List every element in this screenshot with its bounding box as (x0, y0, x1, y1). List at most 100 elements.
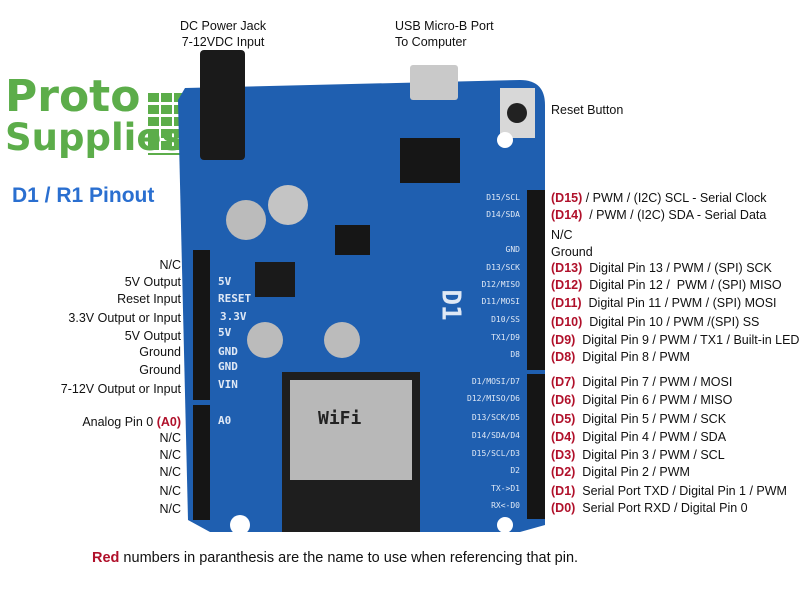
pcb (178, 80, 545, 532)
silk-label: 5V (218, 326, 232, 339)
pin-description: Ground (139, 345, 181, 359)
left-pin-label: N/C (159, 258, 181, 272)
silk-label: D12/MISO (481, 280, 520, 289)
logo-line1: Proto (5, 71, 141, 122)
silk-label: GND (218, 345, 238, 358)
usb-port-icon (410, 65, 458, 100)
pin-description: Digital Pin 7 / PWM / MOSI (575, 375, 733, 389)
left-pin-label: N/C (159, 465, 181, 479)
callout-line: DC Power Jack (180, 19, 267, 33)
callout-line: USB Micro-B Port (395, 19, 494, 33)
pin-description: Analog Pin 0 (82, 415, 154, 429)
power-jack-icon (200, 50, 245, 160)
pin-description: N/C (159, 484, 181, 498)
pin-name: (D13) (551, 261, 583, 275)
silk-label: RESET (218, 292, 252, 305)
pin-description: N/C (159, 258, 181, 272)
right-pin-label: (D2) Digital Pin 2 / PWM (551, 465, 690, 479)
left-pin-label: Ground (139, 363, 181, 377)
page-title: D1 / R1 Pinout (12, 184, 155, 207)
pin-description: N/C (159, 502, 181, 516)
silk-label: D1/MOSI/D7 (471, 377, 520, 386)
footer-text: numbers in paranthesis are the name to u… (119, 550, 579, 566)
silk-label: TX->D1 (491, 484, 520, 493)
pin-name: (D6) (551, 393, 576, 407)
callout-line: To Computer (395, 35, 467, 49)
pin-description: Ground (551, 245, 593, 259)
left-pin-label: N/C (159, 448, 181, 462)
left-pin-label: N/C (159, 484, 181, 498)
right-pin-label: (D12) Digital Pin 12 / PWM / (SPI) MISO (551, 278, 782, 292)
right-pin-label: (D8) Digital Pin 8 / PWM (551, 350, 690, 364)
capacitor (324, 322, 360, 358)
right-pin-label: (D0) Serial Port RXD / Digital Pin 0 (551, 501, 748, 515)
silk-label: D11/MOSI (481, 297, 520, 306)
left-pin-label: 7-12V Output or Input (61, 382, 181, 396)
pin-name: (D4) (551, 430, 576, 444)
pin-name: (A0) (156, 415, 181, 429)
pin-description: Serial Port RXD / Digital Pin 0 (575, 501, 748, 515)
usb-chip (400, 138, 460, 183)
right-pin-label: (D6) Digital Pin 6 / PWM / MISO (551, 393, 732, 407)
pin-description: Serial Port TXD / Digital Pin 1 / PWM (575, 484, 787, 498)
regulator (255, 262, 295, 297)
right-pin-label: (D14) / PWM / (I2C) SDA - Serial Data (551, 208, 766, 222)
silk-label: D15/SCL (486, 193, 520, 202)
capacitor (268, 185, 308, 225)
pin-description: Digital Pin 12 / PWM / (SPI) MISO (582, 278, 782, 292)
pin-description: Digital Pin 8 / PWM (575, 350, 690, 364)
silk-label: D15/SCL/D3 (471, 449, 520, 458)
callout-line: 7-12VDC Input (181, 35, 265, 49)
pin-description: Digital Pin 2 / PWM (575, 465, 690, 479)
pin-description: / PWM / (I2C) SDA - Serial Data (582, 208, 767, 222)
right-pin-label: Ground (551, 245, 593, 259)
pin-name: (D0) (551, 501, 576, 515)
pin-name: (D15) (551, 191, 583, 205)
pin-name: (D12) (551, 278, 583, 292)
right-header-upper (527, 190, 545, 370)
pin-description: Digital Pin 9 / PWM / TX1 / Built-in LED (575, 333, 800, 347)
silk-label: 3.3V (220, 310, 247, 323)
wifi-module-label: WiFi (318, 408, 362, 429)
silk-label: D14/SDA (486, 210, 520, 219)
reset-callout: Reset Button (551, 103, 624, 117)
left-pin-label: 3.3V Output or Input (68, 311, 181, 325)
right-pin-label: (D1) Serial Port TXD / Digital Pin 1 / P… (551, 484, 787, 498)
pin-description: 3.3V Output or Input (68, 311, 181, 325)
silk-label: D12/MISO/D6 (467, 394, 520, 403)
silk-label: TX1/D9 (491, 333, 520, 342)
capacitor (226, 200, 266, 240)
pin-description: N/C (159, 448, 181, 462)
left-pin-label: 5V Output (125, 275, 181, 289)
silk-label: D14/SDA/D4 (471, 431, 520, 440)
left-power-header (193, 250, 210, 400)
silk-label: D10/SS (491, 315, 520, 324)
pin-name: (D5) (551, 412, 576, 426)
silk-label: GND (505, 245, 520, 254)
pin-description: Digital Pin 3 / PWM / SCL (575, 448, 725, 462)
capacitor (247, 322, 283, 358)
right-pin-label: N/C (551, 228, 573, 242)
pin-description: Digital Pin 5 / PWM / SCK (575, 412, 727, 426)
pin-name: (D9) (551, 333, 576, 347)
left-analog-header (193, 405, 210, 520)
silk-label: GND (218, 360, 238, 373)
pin-description: Digital Pin 13 / PWM / (SPI) SCK (582, 261, 772, 275)
silk-label: RX<-D0 (491, 501, 520, 510)
right-pin-label: (D5) Digital Pin 5 / PWM / SCK (551, 412, 726, 426)
left-pin-label: Ground (139, 345, 181, 359)
pin-description: N/C (159, 465, 181, 479)
right-pin-label: (D13) Digital Pin 13 / PWM / (SPI) SCK (551, 261, 772, 275)
left-pin-label: Analog Pin 0 (A0) (82, 415, 181, 429)
right-pin-label: (D10) Digital Pin 10 / PWM /(SPI) SS (551, 315, 759, 329)
pin-description: 5V Output (124, 329, 181, 343)
pin-description: Reset Input (117, 292, 181, 306)
pin-description: / PWM / (I2C) SCL - Serial Clock (582, 191, 767, 205)
pin-name: (D7) (551, 375, 576, 389)
pin-description: Digital Pin 11 / PWM / (SPI) MOSI (581, 296, 777, 310)
pin-description: Digital Pin 6 / PWM / MISO (575, 393, 733, 407)
pin-description: Digital Pin 10 / PWM /(SPI) SS (582, 315, 760, 329)
right-pin-label: (D3) Digital Pin 3 / PWM / SCL (551, 448, 725, 462)
pin-description: 5V Output (124, 275, 181, 289)
regulator-chip (335, 225, 370, 255)
